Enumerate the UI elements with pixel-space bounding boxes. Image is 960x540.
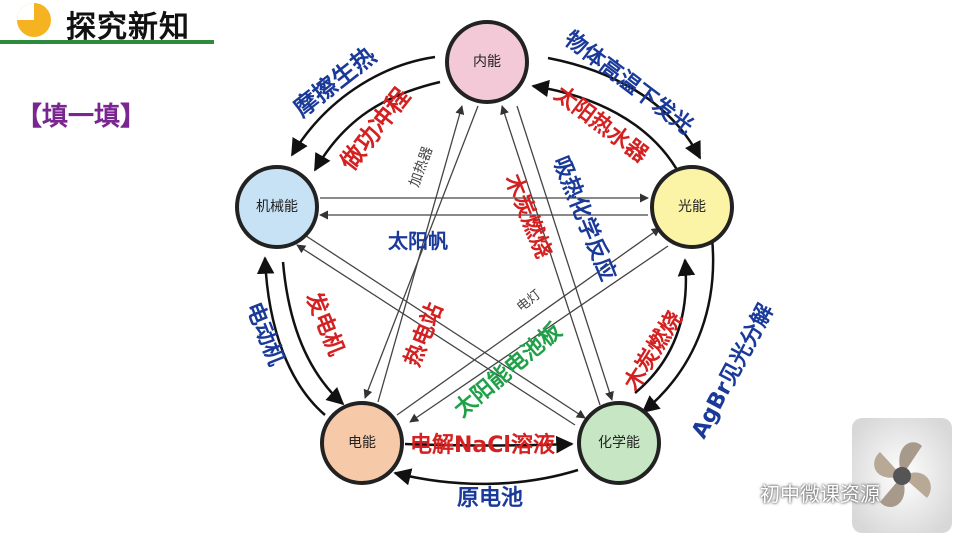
label-solar-sail: 太阳帆 xyxy=(388,229,448,253)
arrow-work-stroke xyxy=(313,80,441,172)
node-internal: 内能 xyxy=(445,20,529,104)
wechat-logo-icon xyxy=(852,418,952,533)
label-solar-panel: 太阳能电池板 xyxy=(449,317,568,422)
label-lamp: 电灯 xyxy=(514,287,544,315)
arrow-internal-to-chem xyxy=(516,105,614,401)
watermark-label: 初中微课资源 xyxy=(760,482,880,506)
arrow-friction xyxy=(290,55,436,157)
arrow-mech-to-chem xyxy=(299,231,586,419)
label-endothermic: 吸热化学反应 xyxy=(547,153,621,285)
arrow-generator xyxy=(281,261,345,406)
label-charcoal-burn-center: 木炭燃烧 xyxy=(499,170,556,262)
arrow-motor xyxy=(256,256,326,416)
section-label: 【填一填】 xyxy=(16,102,147,132)
outer-arrows xyxy=(256,55,715,486)
label-battery: 原电池 xyxy=(457,486,523,511)
arrow-solar-water xyxy=(531,79,682,176)
node-mechanical: 机械能 xyxy=(235,165,319,249)
wechat-icon xyxy=(730,486,756,506)
node-electric: 电能 xyxy=(320,401,404,485)
arrow-battery xyxy=(393,468,579,486)
arrow-electrolysis xyxy=(404,435,574,454)
svg-text:光能: 光能 xyxy=(678,199,706,215)
svg-text:机械能: 机械能 xyxy=(256,199,298,215)
label-charcoal-burn-right: 木炭燃烧 xyxy=(619,307,688,396)
node-light: 光能 xyxy=(650,165,734,249)
header-underline xyxy=(0,40,214,44)
svg-text:化学能: 化学能 xyxy=(598,435,640,451)
label-electric-motor: 电动机 xyxy=(240,299,288,370)
label-thermal-power: 热电站 xyxy=(399,299,448,370)
pie-chart-icon xyxy=(17,3,51,37)
label-heater: 加热器 xyxy=(407,144,436,189)
arrow-elec-to-internal xyxy=(377,105,465,403)
svg-text:内能: 内能 xyxy=(473,54,501,70)
header: 探究新知 xyxy=(0,0,960,46)
label-agbr: AgBr见光分解 xyxy=(686,300,779,443)
arrow-chem-to-mech xyxy=(296,244,576,426)
arrow-incandescent xyxy=(547,56,702,160)
arrow-chem-to-internal xyxy=(500,105,601,406)
watermark-text: 初中微课资源 xyxy=(730,478,880,507)
svg-text:电能: 电能 xyxy=(348,435,376,451)
arrow-light-to-elec xyxy=(409,245,669,423)
arrow-elec-to-light xyxy=(396,227,661,416)
label-electrolysis: 电解NaCl溶液 xyxy=(410,432,555,458)
node-chemical: 化学能 xyxy=(577,401,661,485)
label-generator: 发电机 xyxy=(300,288,349,360)
inner-arrows xyxy=(296,105,669,426)
arrow-charcoal-right xyxy=(634,258,696,394)
page-title: 探究新知 xyxy=(66,10,190,45)
arrow-internal-to-elec xyxy=(363,105,479,399)
arrow-agbr xyxy=(641,237,715,414)
